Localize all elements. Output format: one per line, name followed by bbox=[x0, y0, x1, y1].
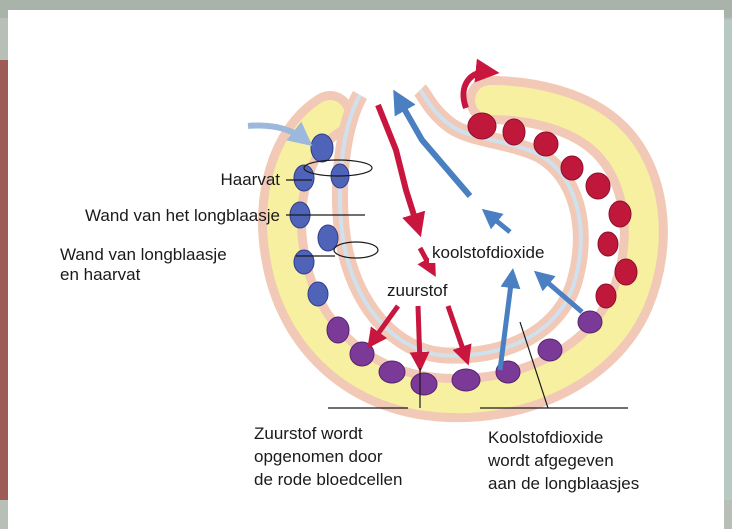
red-blood-cell bbox=[598, 232, 618, 256]
caption-right-line2: wordt afgegeven bbox=[488, 451, 614, 471]
red-blood-cell bbox=[311, 134, 333, 162]
red-blood-cell bbox=[615, 259, 637, 285]
label-koolstofdioxide: koolstofdioxide bbox=[429, 243, 547, 263]
caption-right-line3: aan de longblaasjes bbox=[488, 474, 639, 494]
red-blood-cell bbox=[294, 250, 314, 274]
red-blood-cell bbox=[578, 311, 602, 333]
caption-left-line1: Zuurstof wordt bbox=[254, 424, 363, 444]
red-blood-cell bbox=[350, 342, 374, 366]
red-blood-cell bbox=[327, 317, 349, 343]
red-blood-cell bbox=[379, 361, 405, 383]
oxygen-diffusion-arrow bbox=[418, 306, 420, 364]
label-zuurstof: zuurstof bbox=[384, 281, 450, 301]
red-blood-cell bbox=[534, 132, 558, 156]
red-blood-cell bbox=[596, 284, 616, 308]
red-blood-cell bbox=[538, 339, 562, 361]
red-blood-cell bbox=[452, 369, 480, 391]
caption-left-line2: opgenomen door bbox=[254, 447, 383, 467]
caption-left-line3: de rode bloedcellen bbox=[254, 470, 402, 490]
red-blood-cell bbox=[586, 173, 610, 199]
red-blood-cell bbox=[503, 119, 525, 145]
label-wand-beide-line2: en haarvat bbox=[60, 265, 140, 285]
caption-right-line1: Koolstofdioxide bbox=[488, 428, 603, 448]
red-blood-cell bbox=[561, 156, 583, 180]
label-wand-beide-line1: Wand van longblaasje bbox=[60, 245, 227, 265]
red-blood-cell bbox=[468, 113, 496, 139]
red-blood-cell bbox=[609, 201, 631, 227]
red-blood-cell bbox=[411, 373, 437, 395]
label-haarvat: Haarvat bbox=[220, 170, 280, 190]
red-blood-cell bbox=[308, 282, 328, 306]
label-wand-longblaasje: Wand van het longblaasje bbox=[85, 206, 280, 226]
